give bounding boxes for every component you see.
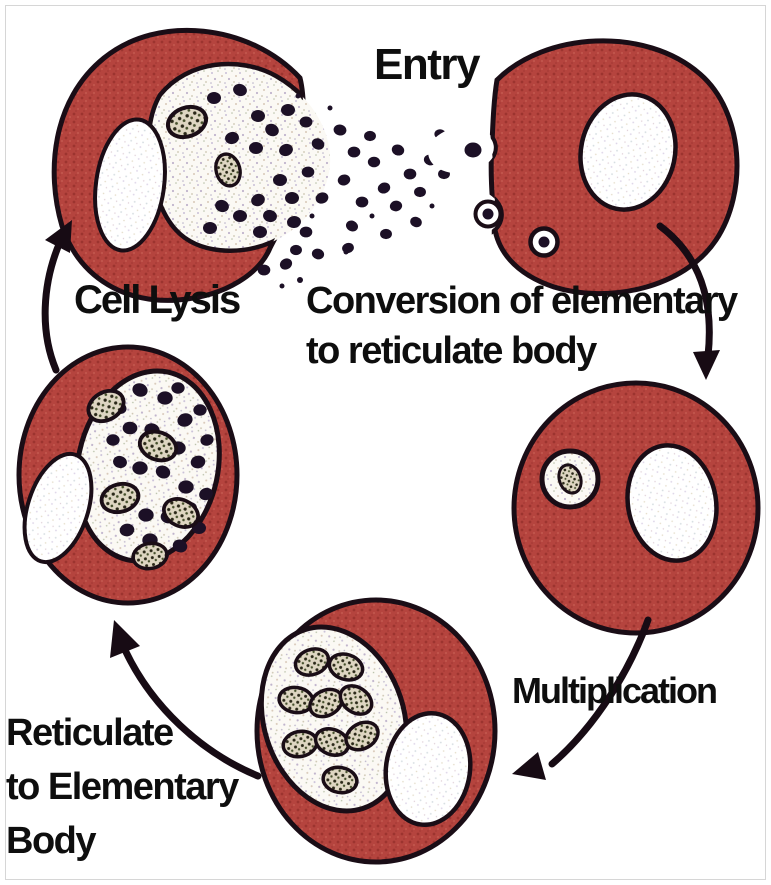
multiplication-label: Multiplication bbox=[512, 670, 718, 711]
mature-inclusion-cell-illustration bbox=[16, 344, 240, 606]
arrow-mature-to-lysis bbox=[41, 238, 64, 374]
arrowhead-down bbox=[693, 350, 720, 380]
arrow-conversion-to-multiplication bbox=[548, 616, 652, 768]
reticulate-label-line2: to Elementary bbox=[6, 766, 239, 808]
arrowhead-left bbox=[512, 752, 546, 780]
reticulate-label-line3: Body bbox=[6, 820, 96, 862]
entry-cell-illustration bbox=[428, 38, 740, 297]
conversion-label: Conversion of elementary to reticulate b… bbox=[306, 276, 738, 376]
conversion-label-line1: Conversion of elementary bbox=[306, 280, 738, 322]
nucleus bbox=[22, 451, 94, 565]
cell-lysis-label: Cell Lysis bbox=[74, 278, 241, 322]
arrowhead-up-left bbox=[110, 620, 140, 658]
lysed-cell-illustration bbox=[51, 27, 331, 303]
nucleus bbox=[625, 443, 719, 563]
arrow-multiplication-to-mature bbox=[122, 648, 262, 780]
elementary-bodies-stream bbox=[203, 81, 468, 289]
arrow-entry-to-conversion bbox=[656, 222, 713, 360]
arrowhead-up bbox=[45, 220, 72, 253]
nucleus bbox=[93, 117, 167, 253]
engulfed-elementary-body bbox=[464, 142, 482, 158]
multiplication-cell-illustration bbox=[254, 597, 498, 865]
conversion-label-line2: to reticulate body bbox=[306, 330, 597, 372]
entry-label: Entry bbox=[374, 40, 480, 89]
nucleus bbox=[383, 710, 473, 828]
reticulate-to-elementary-label: Reticulate to Elementary Body bbox=[6, 706, 239, 868]
reticulate-label-line1: Reticulate bbox=[6, 712, 174, 754]
nucleus bbox=[578, 92, 678, 212]
conversion-cell-illustration bbox=[511, 380, 761, 636]
